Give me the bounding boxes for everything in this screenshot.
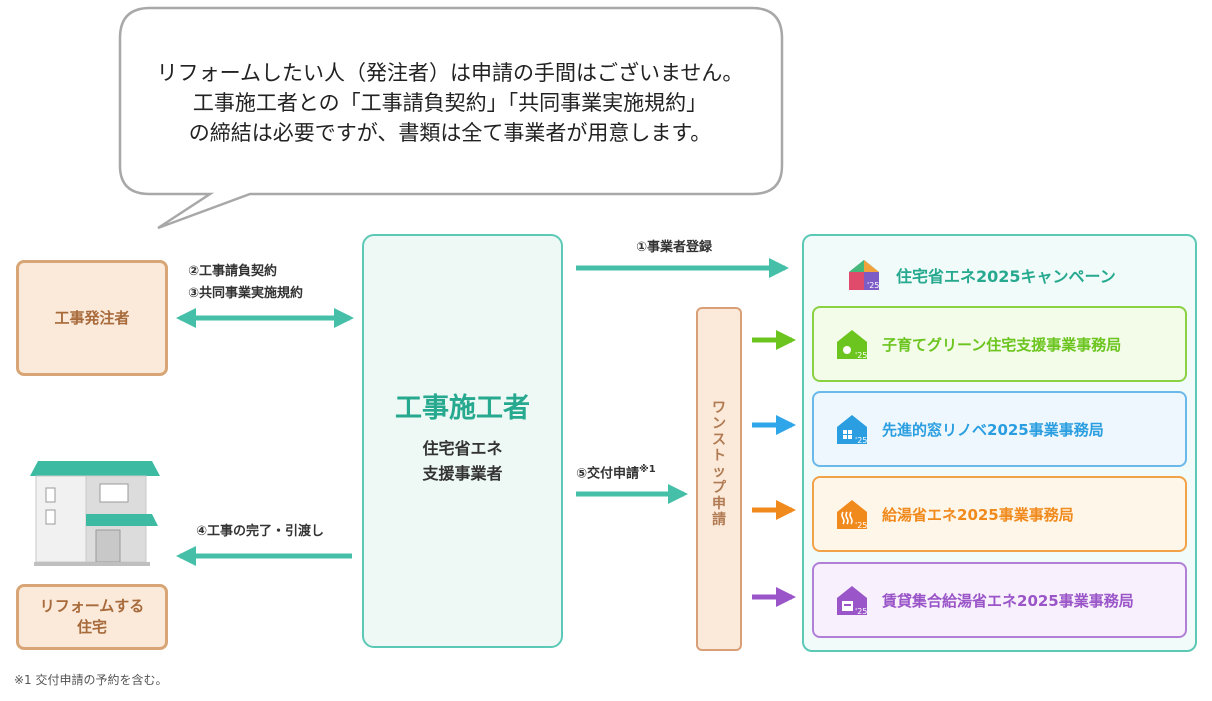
office-badge: '25 [855, 607, 867, 616]
office-label: 賃貸集合給湯省エネ2025事業事務局 [882, 591, 1134, 610]
onestop-char: ス [712, 432, 726, 448]
contractor-title: 工事施工者 [395, 393, 530, 424]
client-label: 工事発注者 [54, 308, 130, 327]
speech-bubble-text: リフォームしたい人（発注者）は申請の手間はございません。 工事施工者との「工事請… [120, 58, 780, 148]
contract-label-2: ③共同事業実施規約 [188, 286, 304, 301]
campaign-icon-badge: '25 [867, 281, 879, 290]
office-label: 先進的窓リノベ2025事業事務局 [882, 420, 1104, 439]
footnote: ※1 交付申請の予約を含む。 [14, 673, 168, 687]
rental-house-icon: '25 [837, 586, 867, 616]
campaign-header: '25 住宅省エネ2025キャンペーン [846, 257, 1116, 293]
bubble-line-2: 工事施工者との「工事請負契約」「共同事業実施規約」 [192, 91, 708, 115]
office-rental-purple: '25 賃貸集合給湯省エネ2025事業事務局 [812, 562, 1187, 638]
handover-label: ④工事の完了・引渡し [196, 524, 325, 539]
contractor-box [362, 234, 563, 648]
onestop-char: 申 [712, 496, 726, 512]
house-box: リフォームする 住宅 [16, 584, 168, 650]
house-label-line-2: 住宅 [76, 618, 107, 636]
office-badge: '25 [855, 521, 867, 530]
leaf-house-icon: '25 [837, 330, 867, 360]
campaign-title: 住宅省エネ2025キャンペーン [896, 267, 1116, 286]
onestop-char: 請 [712, 512, 726, 528]
bubble-line-1: リフォームしたい人（発注者）は申請の手間はございません。 [156, 61, 744, 85]
onestop-char: ワ [712, 400, 726, 416]
contract-label-1: ②工事請負契約 [188, 264, 278, 279]
onestop-char: ッ [712, 464, 726, 480]
contractor-sub-line-1: 住宅省エネ [422, 439, 503, 458]
house-label-line-1: リフォームする [39, 597, 145, 615]
client-box: 工事発注者 [16, 260, 168, 376]
onestop-box [696, 307, 742, 651]
speech-bubble [118, 6, 784, 230]
contractor-sub-line-2: 支援事業者 [422, 464, 503, 483]
office-badge: '25 [855, 351, 867, 360]
application-text: ⑤交付申請 [576, 466, 640, 482]
office-hot-water-orange: '25 給湯省エネ2025事業事務局 [812, 476, 1187, 552]
onestop-char: プ [712, 480, 726, 496]
application-label: ⑤交付申請※1 [576, 460, 656, 484]
building-illustration [30, 461, 160, 566]
office-label: 子育てグリーン住宅支援事業事務局 [882, 335, 1122, 354]
onestop-char: ト [712, 448, 726, 464]
hot-water-house-icon: '25 [837, 500, 867, 530]
window-house-icon: '25 [837, 415, 867, 445]
office-badge: '25 [855, 436, 867, 445]
office-window-blue: '25 先進的窓リノベ2025事業事務局 [812, 391, 1187, 467]
application-note-mark: ※1 [639, 464, 656, 475]
office-label: 給湯省エネ2025事業事務局 [882, 505, 1074, 524]
onestop-char: ン [712, 416, 726, 432]
onestop-label: ワ ン ス ト ッ プ 申 請 [696, 400, 742, 528]
office-kosodate-green: '25 子育てグリーン住宅支援事業事務局 [812, 306, 1187, 382]
registration-label: ①事業者登録 [636, 240, 713, 255]
campaign-house-icon: '25 [849, 260, 879, 290]
contractor-subtitle: 住宅省エネ 支援事業者 [362, 436, 563, 486]
bubble-line-3: の締結は必要ですが、書類は全て事業者が用意します。 [188, 121, 712, 145]
